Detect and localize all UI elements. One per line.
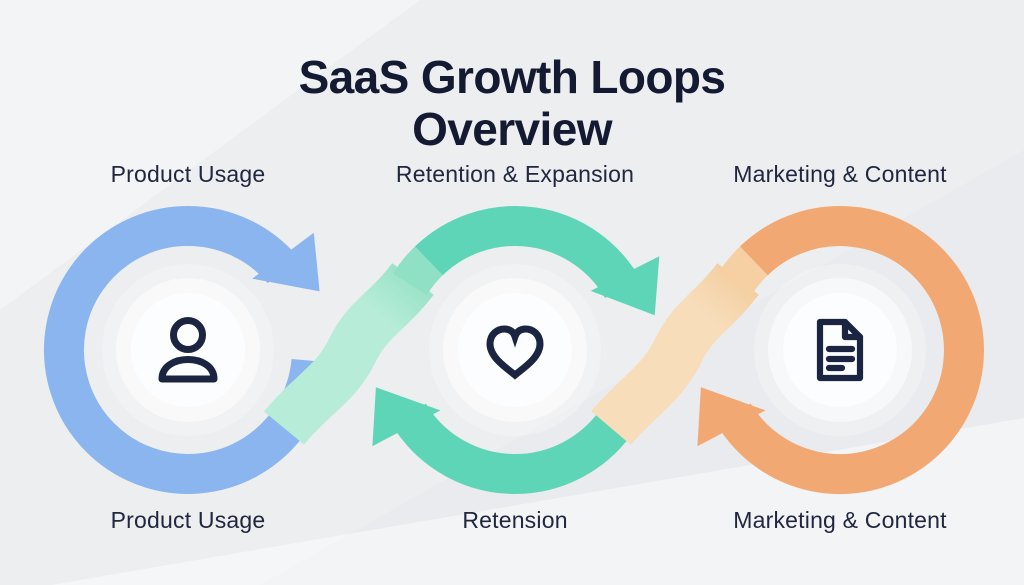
label-marketing-content-bottom: Marketing & Content — [733, 507, 947, 533]
label-product-usage-top: Product Usage — [110, 161, 266, 187]
retention-expansion-loop-arrows — [372, 206, 660, 495]
transition-wedge — [392, 243, 446, 296]
product-usage-hub — [102, 264, 274, 436]
arrowhead — [697, 387, 766, 447]
document-icon — [816, 318, 864, 382]
label-marketing-content-top: Marketing & Content — [733, 161, 947, 187]
label-retention-bottom: Retension — [462, 507, 568, 533]
label-product-usage-bottom: Product Usage — [110, 507, 266, 533]
title-line-1: SaaS Growth Loops — [298, 51, 726, 103]
label-retention-expansion-top: Retention & Expansion — [395, 161, 635, 187]
arrowhead — [590, 256, 660, 316]
arrowhead — [252, 232, 320, 292]
arrowhead — [372, 387, 441, 447]
transition-wedge — [717, 243, 771, 296]
connector-product-to-retention — [263, 262, 434, 445]
title-line-2: Overview — [412, 102, 612, 155]
marketing-content-loop-arrow — [697, 206, 984, 495]
connector-retention-to-marketing — [591, 262, 759, 446]
marketing-content-hub — [754, 264, 926, 436]
retention-expansion-hub — [429, 264, 601, 436]
user-icon — [158, 317, 218, 383]
heart-icon — [486, 325, 544, 380]
page-title: SaaS Growth Loops Overview — [0, 51, 1024, 156]
product-usage-loop-arrow — [43, 205, 332, 494]
icon-circle — [458, 293, 572, 407]
